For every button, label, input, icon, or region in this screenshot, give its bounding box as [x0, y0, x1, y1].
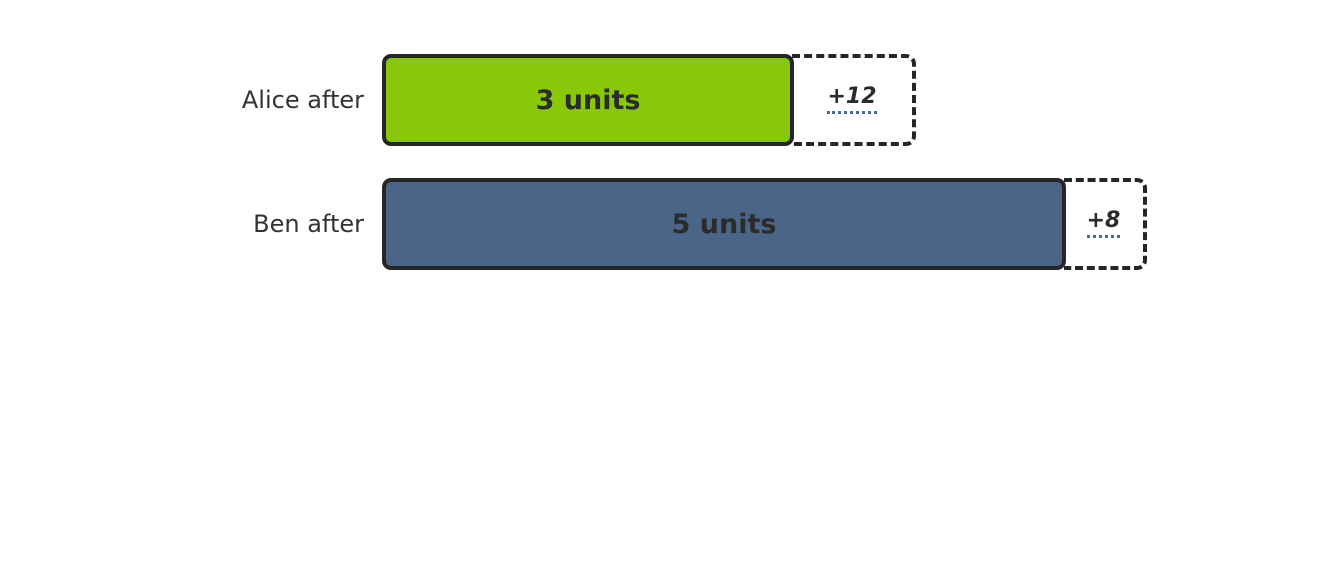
addon-alice-label: +12: [827, 86, 877, 114]
row-label-alice: Alice after: [241, 86, 364, 114]
row-label-ben: Ben after: [253, 210, 364, 238]
addon-ben: +8: [1064, 178, 1147, 270]
bar-ben-units-label: 5 units: [671, 208, 777, 240]
bar-ben-units: 5 units: [382, 178, 1066, 270]
addon-ben-label: +8: [1086, 210, 1121, 238]
bar-alice-units: 3 units: [382, 54, 794, 146]
bar-alice-units-label: 3 units: [535, 84, 641, 116]
addon-alice: +12: [792, 54, 916, 146]
